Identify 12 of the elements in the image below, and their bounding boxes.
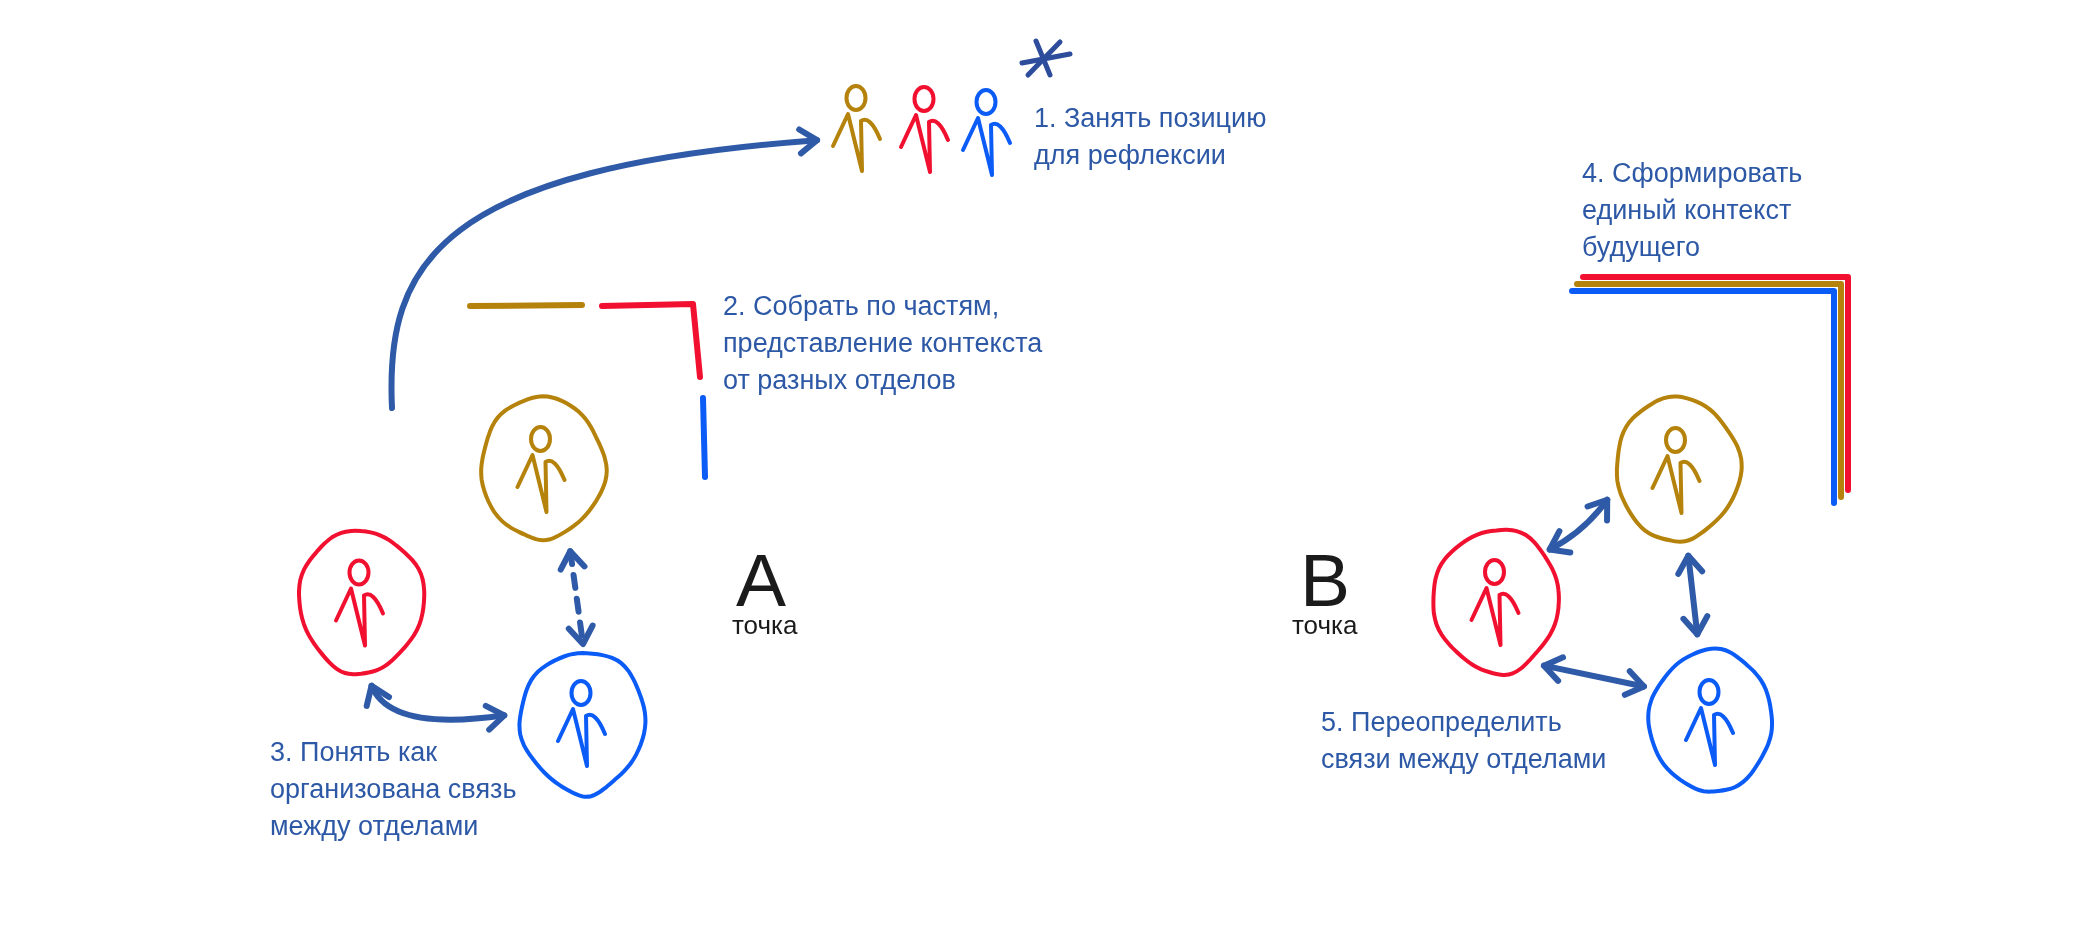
step-caption: 3. Понять как организована связь между отделами xyxy=(270,736,518,843)
double-arrow xyxy=(1540,654,1647,698)
dashed-double-arrow xyxy=(557,548,596,647)
curved-arrow xyxy=(388,126,821,411)
step-caption: 1. Занять позицию для рефлексии xyxy=(1034,102,1268,172)
double-arrow xyxy=(1546,496,1611,556)
step-caption: 5. Переопределить связи между отделами xyxy=(1321,706,1608,776)
step-caption: 4. Сформировать единый контекст будущего xyxy=(1582,157,1804,264)
double-arrow xyxy=(365,682,508,733)
double-arrow xyxy=(1675,552,1711,638)
step-caption: 2. Собрать по частям, представление контекста от разных отделов xyxy=(723,290,1044,397)
people-icon xyxy=(831,84,1013,178)
